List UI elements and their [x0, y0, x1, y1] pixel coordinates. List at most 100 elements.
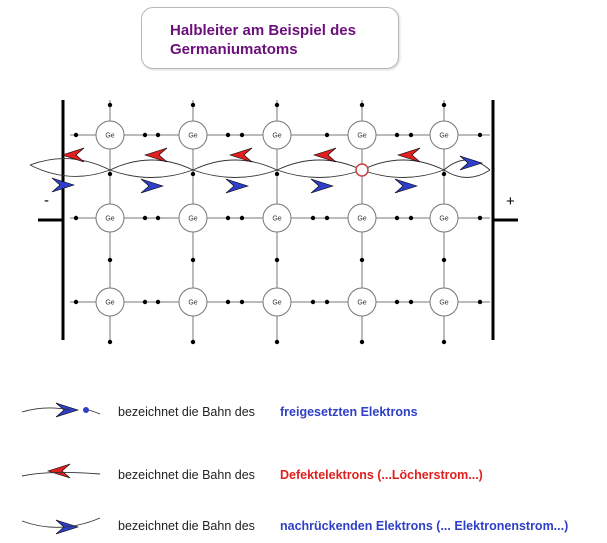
valence-electron — [324, 299, 330, 305]
valence-electron — [107, 257, 113, 263]
red-arrow-icon — [144, 147, 168, 163]
valence-electron — [225, 215, 231, 221]
germanium-atom — [429, 287, 459, 317]
valence-electron — [190, 102, 196, 108]
plus-pole-label: + — [506, 193, 515, 210]
valence-electron — [239, 299, 245, 305]
minus-pole-label: - — [44, 192, 49, 209]
valence-electron — [155, 132, 161, 138]
blue-arrow-icon — [394, 178, 418, 194]
germanium-atom — [95, 287, 125, 317]
germanium-atom — [178, 120, 208, 150]
red-arrow-icon — [47, 463, 71, 479]
title-line-1: Halbleiter am Beispiel des — [170, 22, 356, 39]
atom-label: Ge — [357, 216, 366, 223]
red-arrow-icon — [397, 147, 421, 163]
atom-label: Ge — [105, 133, 114, 140]
valence-electron — [274, 102, 280, 108]
legend-prefix: bezeichnet die Bahn des — [118, 405, 255, 419]
atom-label: Ge — [188, 133, 197, 140]
atom-label: Ge — [188, 216, 197, 223]
legend-term: Defektelektrons (...Löcherstrom...) — [280, 468, 483, 482]
germanium-atom — [95, 203, 125, 233]
valence-electron — [73, 132, 79, 138]
atom-label: Ge — [357, 300, 366, 307]
blue-arrow-icon — [140, 178, 164, 194]
valence-electron — [441, 102, 447, 108]
atom-label: Ge — [439, 216, 448, 223]
valence-electron — [394, 299, 400, 305]
valence-electron — [441, 171, 447, 177]
germanium-atom — [95, 120, 125, 150]
valence-electron — [477, 215, 483, 221]
germanium-atom — [347, 120, 377, 150]
blue-arrow-icon — [225, 178, 249, 194]
blue-arrow-icon — [310, 178, 334, 194]
valence-electron — [310, 299, 316, 305]
valence-electron — [142, 215, 148, 221]
legend-path-line — [21, 407, 71, 413]
valence-electron — [441, 257, 447, 263]
valence-electron — [155, 299, 161, 305]
valence-electron — [274, 257, 280, 263]
electrodes: - + — [38, 100, 518, 340]
valence-electron — [107, 339, 113, 345]
valence-electron — [408, 299, 414, 305]
title-line-2: Germaniumatoms — [170, 41, 298, 58]
valence-electron — [155, 215, 161, 221]
valence-electron — [394, 215, 400, 221]
valence-electron — [324, 215, 330, 221]
atom-label: Ge — [105, 216, 114, 223]
atom-label: Ge — [272, 300, 281, 307]
germanium-atom — [347, 203, 377, 233]
germanium-atom — [262, 120, 292, 150]
legend-prefix: bezeichnet die Bahn des — [118, 468, 255, 482]
atom-label: Ge — [272, 216, 281, 223]
atom-label: Ge — [272, 133, 281, 140]
red-arrow-icon — [313, 147, 337, 163]
legend-prefix: bezeichnet die Bahn des — [118, 519, 255, 533]
atom-label: Ge — [188, 300, 197, 307]
title-box: Halbleiter am Beispiel des Germaniumatom… — [141, 7, 399, 69]
free-electron-dot — [83, 407, 89, 413]
germanium-atom — [262, 287, 292, 317]
valence-electrons — [73, 102, 483, 345]
valence-electron — [107, 102, 113, 108]
valence-electron — [107, 171, 113, 177]
germanium-atom — [429, 203, 459, 233]
valence-electron — [359, 257, 365, 263]
valence-electron — [359, 339, 365, 345]
valence-electron — [394, 132, 400, 138]
germanium-atom — [347, 287, 377, 317]
valence-electron — [408, 132, 414, 138]
legend-term: freigesetzten Elektrons — [280, 405, 418, 419]
valence-electron — [359, 102, 365, 108]
atom-label: Ge — [357, 133, 366, 140]
blue-arrow-icon — [459, 155, 483, 171]
legend-icons — [21, 407, 101, 528]
valence-electron — [190, 339, 196, 345]
valence-electron — [190, 257, 196, 263]
valence-electron — [477, 299, 483, 305]
blue-arrow-icon — [51, 177, 75, 193]
germanium-atom — [262, 203, 292, 233]
valence-electron — [477, 132, 483, 138]
atom-label: Ge — [439, 300, 448, 307]
valence-electron — [190, 171, 196, 177]
valence-electron — [441, 339, 447, 345]
legend-path-line — [21, 471, 101, 477]
valence-electron — [324, 132, 330, 138]
valence-electron — [225, 132, 231, 138]
valence-electron — [239, 215, 245, 221]
hole — [355, 163, 369, 177]
electron-path-line — [29, 159, 491, 178]
valence-electron — [142, 299, 148, 305]
electron-paths — [29, 158, 491, 178]
valence-electron — [274, 339, 280, 345]
valence-electron — [310, 215, 316, 221]
valence-electron — [225, 299, 231, 305]
germanium-atom — [178, 287, 208, 317]
germanium-atom — [178, 203, 208, 233]
